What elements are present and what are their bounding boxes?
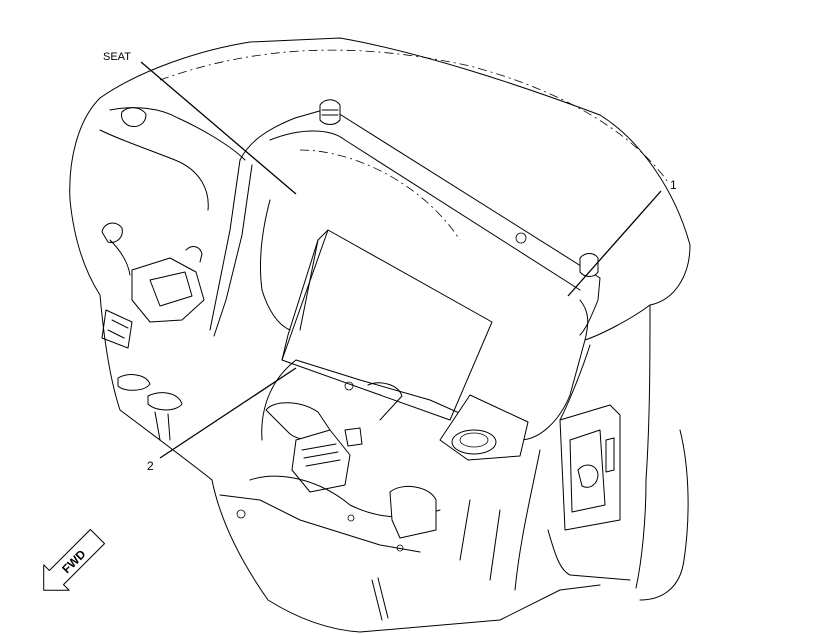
callout-1-leader-line bbox=[567, 190, 662, 297]
right-door-panel bbox=[514, 404, 631, 591]
callout-seat-label: SEAT bbox=[103, 51, 131, 63]
left-console bbox=[99, 107, 246, 441]
forward-arrow-icon: FWD bbox=[43, 528, 106, 591]
seat-leader-line bbox=[140, 61, 297, 195]
cab-outline bbox=[69, 37, 691, 633]
side-panel bbox=[261, 299, 651, 461]
seat bbox=[209, 99, 601, 337]
seat-cushion bbox=[281, 229, 493, 421]
callout-2-leader-line bbox=[159, 367, 297, 459]
callout-2-label: 2 bbox=[147, 459, 154, 473]
floor-controls bbox=[219, 382, 501, 621]
callout-1-label: 1 bbox=[670, 178, 677, 192]
